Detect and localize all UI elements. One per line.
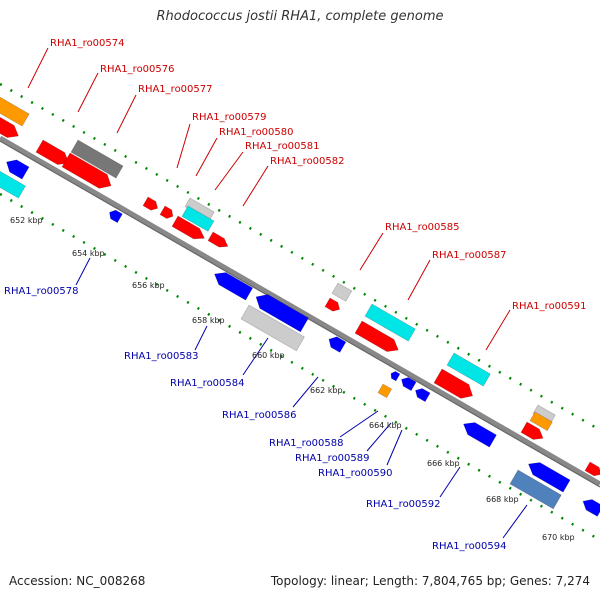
gene-feature[interactable]	[207, 231, 230, 251]
gene-feature[interactable]	[509, 469, 562, 510]
gene-feature[interactable]	[413, 386, 431, 403]
gene-feature[interactable]	[520, 421, 546, 443]
gene-label-ro00582[interactable]: RHA1_ro00582	[270, 156, 345, 167]
gene-features	[0, 95, 600, 517]
gene-feature[interactable]	[525, 458, 571, 493]
gene-label-ro00594[interactable]: RHA1_ro00594	[432, 541, 507, 552]
gene-feature[interactable]	[107, 208, 123, 224]
gene-label-ro00578[interactable]: RHA1_ro00578	[4, 286, 79, 297]
gene-feature[interactable]	[159, 205, 175, 221]
bottom-gene-labels: RHA1_ro00578 RHA1_ro00583 RHA1_ro00584 R…	[4, 286, 507, 552]
tick-label: 652 kbp	[10, 216, 43, 225]
tick-label: 660 kbp	[252, 351, 285, 360]
tick-label: 656 kbp	[132, 281, 165, 290]
gene-feature[interactable]	[529, 411, 553, 432]
gene-label-ro00589[interactable]: RHA1_ro00589	[295, 453, 370, 464]
tick-label: 666 kbp	[427, 459, 460, 468]
gene-label-ro00590[interactable]: RHA1_ro00590	[318, 468, 393, 479]
gene-feature[interactable]	[354, 320, 402, 356]
gene-label-ro00585[interactable]: RHA1_ro00585	[385, 222, 460, 233]
top-dotted-track	[0, 82, 600, 432]
tick-label: 670 kbp	[542, 533, 575, 542]
accession-text: Accession: NC_008268	[9, 574, 146, 588]
gene-feature[interactable]	[35, 139, 72, 169]
gene-feature[interactable]	[171, 215, 207, 243]
gene-feature[interactable]	[433, 368, 477, 403]
gene-label-ro00577[interactable]: RHA1_ro00577	[138, 84, 213, 95]
gene-label-ro00586[interactable]: RHA1_ro00586	[222, 410, 297, 421]
gene-feature[interactable]	[324, 297, 342, 314]
gene-feature[interactable]	[0, 114, 22, 142]
tick-label: 662 kbp	[310, 386, 343, 395]
gene-label-ro00583[interactable]: RHA1_ro00583	[124, 351, 199, 362]
tick-label: 658 kbp	[192, 316, 225, 325]
gene-feature[interactable]	[364, 303, 416, 342]
page-title: Rhodococcus jostii RHA1, complete genome	[156, 9, 444, 24]
gene-feature[interactable]	[377, 383, 393, 399]
coordinate-ticks: 652 kbp 654 kbp 656 kbp 658 kbp 660 kbp …	[10, 216, 575, 542]
gene-feature[interactable]	[331, 282, 353, 302]
leader-lines	[27, 47, 528, 539]
gene-feature[interactable]	[240, 304, 305, 352]
gene-feature[interactable]	[0, 168, 26, 199]
gene-label-ro00591[interactable]: RHA1_ro00591	[512, 301, 587, 312]
gene-label-ro00581[interactable]: RHA1_ro00581	[245, 141, 320, 152]
gene-feature[interactable]	[181, 205, 215, 232]
gene-label-ro00592[interactable]: RHA1_ro00592	[366, 499, 441, 510]
gene-feature[interactable]	[326, 334, 347, 353]
gene-feature[interactable]	[580, 496, 600, 517]
gene-feature[interactable]	[399, 375, 417, 392]
genome-summary-text: Topology: linear; Length: 7,804,765 bp; …	[270, 574, 590, 588]
gene-label-ro00584[interactable]: RHA1_ro00584	[170, 378, 245, 389]
gene-feature[interactable]	[70, 139, 124, 179]
gene-feature[interactable]	[446, 352, 491, 387]
gene-label-ro00576[interactable]: RHA1_ro00576	[100, 64, 175, 75]
gene-feature[interactable]	[211, 268, 254, 301]
tick-label: 654 kbp	[72, 249, 105, 258]
gene-feature[interactable]	[3, 156, 30, 180]
gene-label-ro00574[interactable]: RHA1_ro00574	[50, 38, 125, 49]
gene-label-ro00579[interactable]: RHA1_ro00579	[192, 112, 267, 123]
gene-feature[interactable]	[584, 461, 600, 479]
tick-label: 664 kbp	[369, 421, 402, 430]
bottom-dotted-track	[0, 192, 600, 542]
gene-feature[interactable]	[389, 370, 401, 382]
gene-label-ro00587[interactable]: RHA1_ro00587	[432, 250, 507, 261]
gene-feature[interactable]	[252, 290, 309, 333]
gene-feature[interactable]	[0, 95, 30, 127]
tick-label: 668 kbp	[486, 495, 519, 504]
gene-feature[interactable]	[142, 196, 160, 213]
gene-label-ro00588[interactable]: RHA1_ro00588	[269, 438, 344, 449]
gene-label-ro00580[interactable]: RHA1_ro00580	[219, 127, 294, 138]
genome-backbone	[0, 135, 600, 487]
top-gene-labels: RHA1_ro00574 RHA1_ro00576 RHA1_ro00577 R…	[50, 38, 587, 312]
gene-feature[interactable]	[61, 152, 115, 193]
gene-feature[interactable]	[460, 418, 497, 448]
